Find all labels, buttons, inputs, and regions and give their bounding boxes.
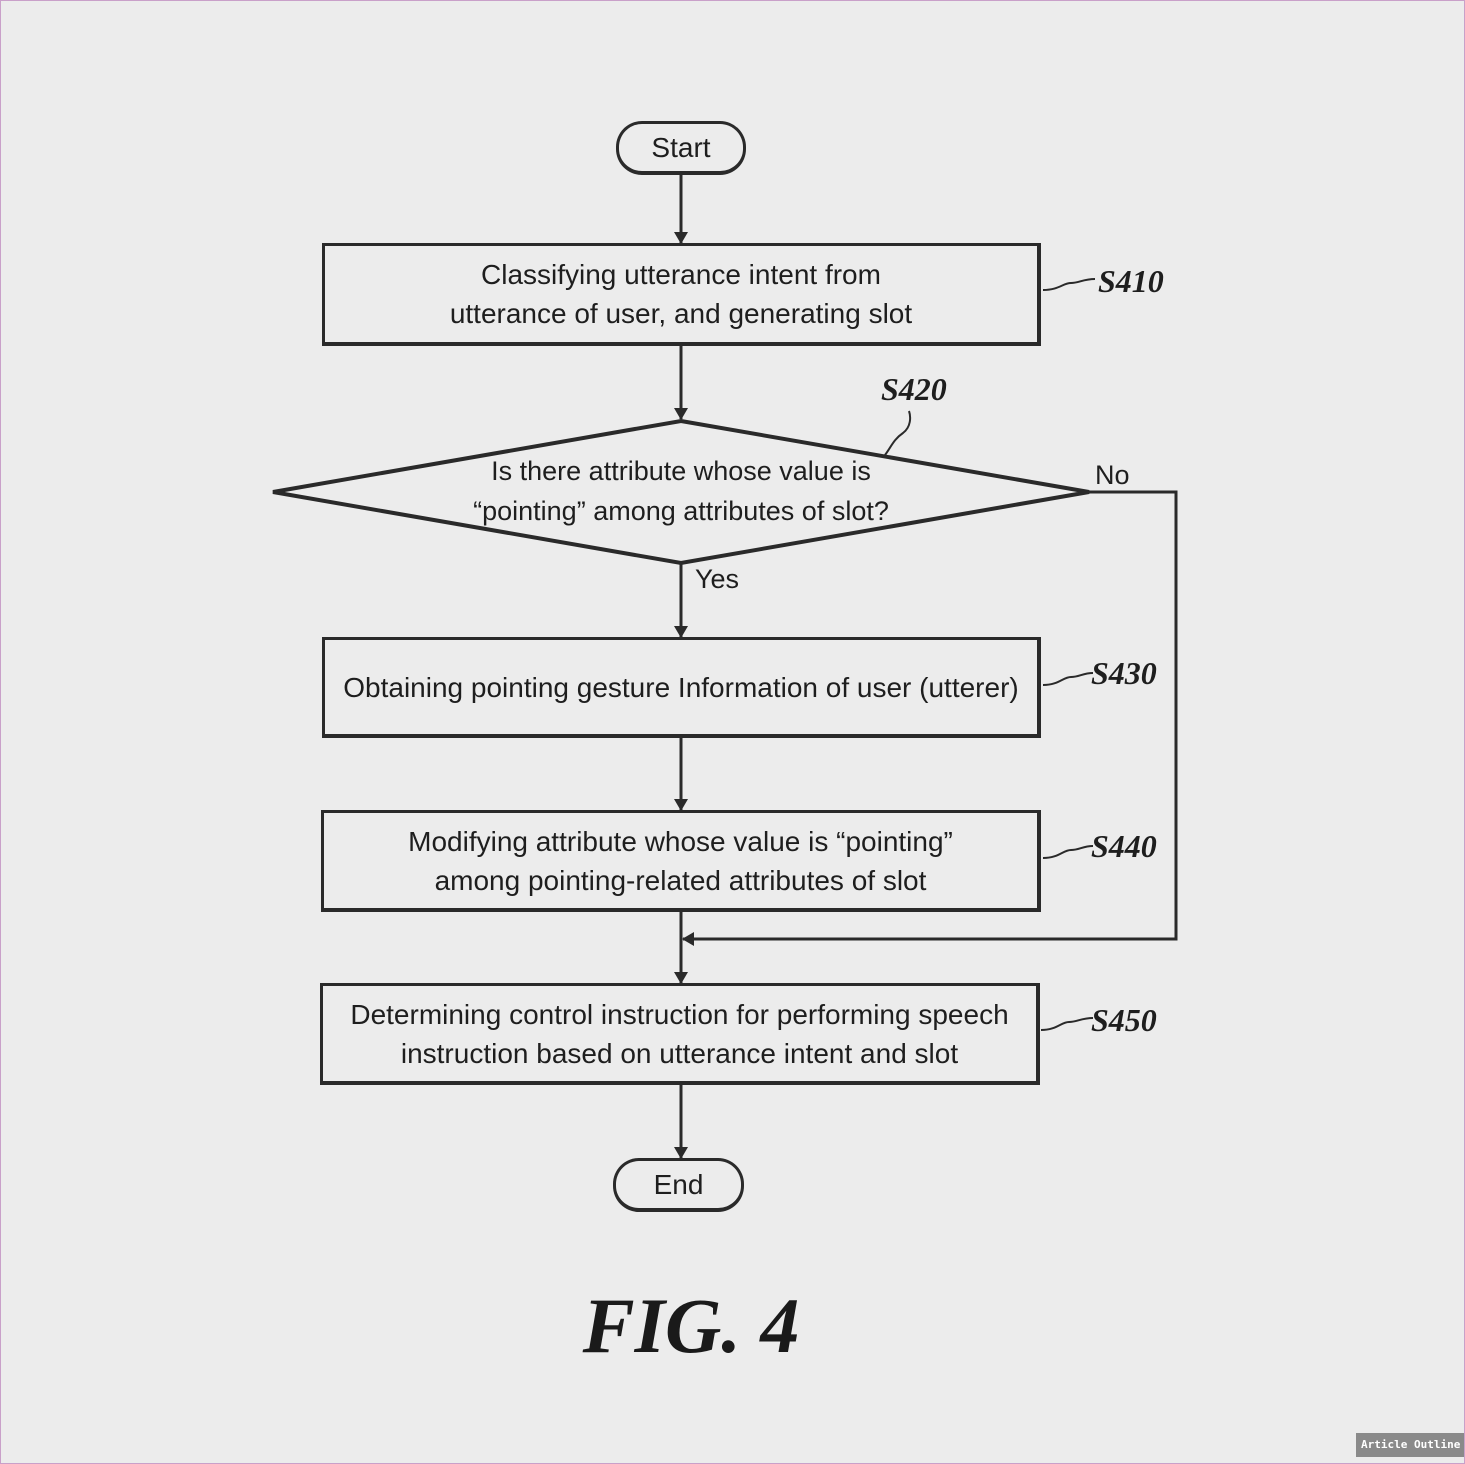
leader-s440 [1042,845,1094,859]
process-box-s450: Determining control instruction for perf… [320,983,1040,1085]
step-label-s450: S450 [1091,1002,1157,1038]
decision-text-s420: Is there attribute whose value is “point… [431,451,931,531]
process-box-s440: Modifying attribute whose value is “poin… [321,810,1041,912]
process-box-s410: Classifying utterance intent from uttera… [322,243,1041,346]
step-label-s410: S410 [1098,263,1164,299]
s450-line-2: instruction based on utterance intent an… [400,1037,959,1069]
branch-label-yes: Yes [695,564,740,594]
step-label-s420: S420 [881,371,947,407]
step-label-s430: S430 [1091,655,1157,691]
s410-line-1: Classifying utterance intent from [481,259,881,290]
s420-line-2: “pointing” among attributes of slot? [473,496,889,526]
leader-s410 [1042,278,1096,291]
step-label-s440: S440 [1091,828,1157,864]
end-label: End [653,1168,704,1200]
process-box-s430: Obtaining pointing gesture Information o… [322,637,1041,738]
figure-caption: FIG. 4 [582,1282,800,1369]
leader-s420 [884,410,912,456]
s420-line-1: Is there attribute whose value is [491,456,871,486]
leader-s450 [1040,1017,1094,1031]
start-label: Start [651,131,711,163]
start-terminal: Start [616,121,746,175]
s440-line-1: Modifying attribute whose value is “poin… [408,825,953,857]
decision-diamond-s420 [272,418,1090,566]
s430-line-1: Obtaining pointing gesture Information o… [343,671,1019,703]
article-outline-button[interactable]: Article Outline [1356,1433,1464,1457]
s440-line-2: among pointing-related attributes of slo… [434,864,927,896]
s450-line-1: Determining control instruction for perf… [350,998,1009,1030]
branch-label-no: No [1095,460,1130,490]
end-terminal: End [613,1158,744,1212]
arrow-no-branch [682,490,1178,946]
leader-s430 [1042,672,1094,686]
s410-line-2: utterance of user, and generating slot [449,298,913,329]
